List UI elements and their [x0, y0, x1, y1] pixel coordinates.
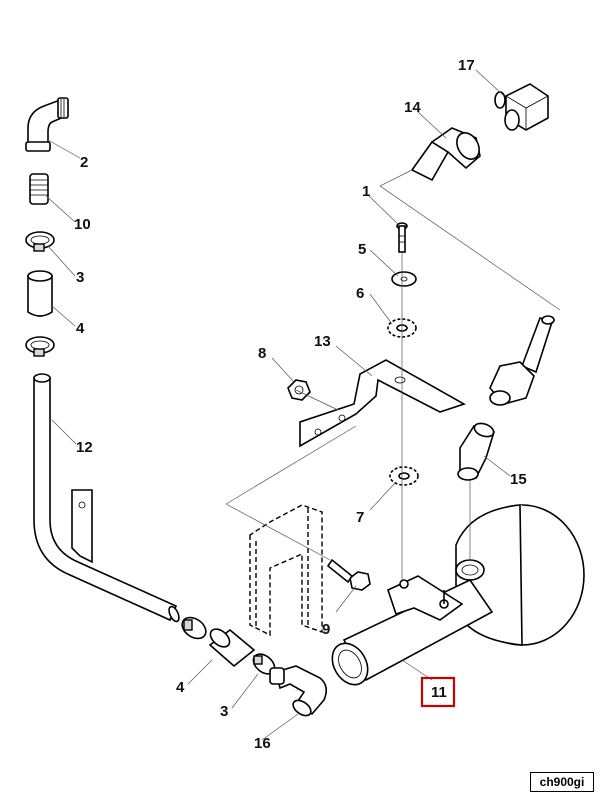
part-9-screw — [326, 558, 371, 591]
part-11-burner-assembly — [331, 504, 585, 686]
callout-2: 2 — [80, 154, 88, 171]
part-4-hose-sleeve-lower — [208, 628, 256, 668]
part-12-bent-pipe — [33, 373, 180, 623]
callout-5: 5 — [358, 241, 366, 258]
valve-stem-right — [489, 315, 555, 406]
part-13-mounting-bracket — [299, 359, 466, 448]
part-5-washer — [391, 271, 417, 287]
callout-4-upper: 4 — [76, 320, 85, 337]
part-14-valve-stem — [410, 127, 481, 182]
leader-lines — [45, 69, 511, 741]
callout-3-lower: 3 — [220, 703, 228, 720]
alignment-lines — [225, 169, 561, 580]
hose-clamp-middle — [25, 336, 55, 357]
callout-labels: 2 10 3 4 12 4 3 16 9 7 6 5 1 8 13 14 17 … — [74, 57, 527, 752]
callout-12: 12 — [76, 439, 93, 456]
part-3-hose-clamp-upper — [25, 231, 55, 252]
part-8-nut — [287, 379, 311, 401]
callout-9: 9 — [322, 621, 330, 638]
callout-7: 7 — [356, 509, 364, 526]
part-15-angled-fitting — [457, 422, 496, 481]
callout-8: 8 — [258, 345, 266, 362]
callout-14: 14 — [404, 99, 421, 116]
callout-1: 1 — [362, 183, 370, 200]
callout-6: 6 — [356, 285, 364, 302]
part-4-hose-sleeve-upper — [27, 270, 53, 317]
part-7-lock-washer — [389, 466, 419, 486]
callout-13: 13 — [314, 333, 331, 350]
callout-11: 11 — [431, 684, 447, 701]
callout-10: 10 — [74, 216, 91, 233]
highlight-box-callout-11 — [420, 676, 456, 708]
drawing-code-label: ch900gi — [530, 772, 594, 792]
hose-clamp-lower-left — [181, 616, 207, 640]
callout-3-upper: 3 — [76, 269, 84, 286]
callout-16: 16 — [254, 735, 271, 752]
part-17-square-fitting — [494, 83, 549, 131]
callout-4-lower: 4 — [176, 679, 185, 696]
part-10-threaded-connector — [29, 173, 49, 205]
part-2-elbow-fitting — [25, 97, 69, 152]
callout-15: 15 — [510, 471, 527, 488]
part-16-elbow — [269, 665, 328, 717]
callout-17: 17 — [458, 57, 475, 74]
dashed-bracket-outline — [249, 504, 323, 637]
part-1-bolt — [396, 222, 408, 253]
